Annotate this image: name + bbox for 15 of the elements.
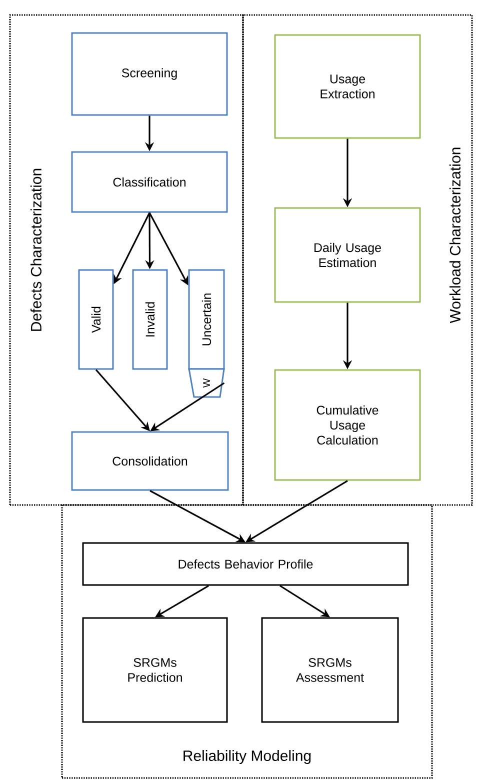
process-box: Invalid bbox=[132, 269, 168, 370]
process-box: Screening bbox=[71, 32, 228, 116]
process-box: Consolidation bbox=[71, 431, 229, 491]
panel-title: Reliability Modeling bbox=[184, 750, 311, 764]
panel-title: Workload Characterization bbox=[450, 148, 460, 324]
process-box: Usage Extraction bbox=[274, 34, 421, 139]
process-box: SRGMs Prediction bbox=[82, 617, 228, 723]
trapezoid-box: W bbox=[188, 368, 225, 398]
process-box: Classification bbox=[71, 151, 228, 213]
process-box: Valid bbox=[78, 269, 114, 370]
process-box: Daily Usage Estimation bbox=[274, 207, 421, 303]
process-box: Cumulative Usage Calculation bbox=[274, 369, 421, 481]
process-box: SRGMs Assessment bbox=[261, 617, 399, 723]
process-box: Defects Behavior Profile bbox=[82, 542, 409, 586]
panel-title: Defects Characterization bbox=[30, 168, 42, 331]
